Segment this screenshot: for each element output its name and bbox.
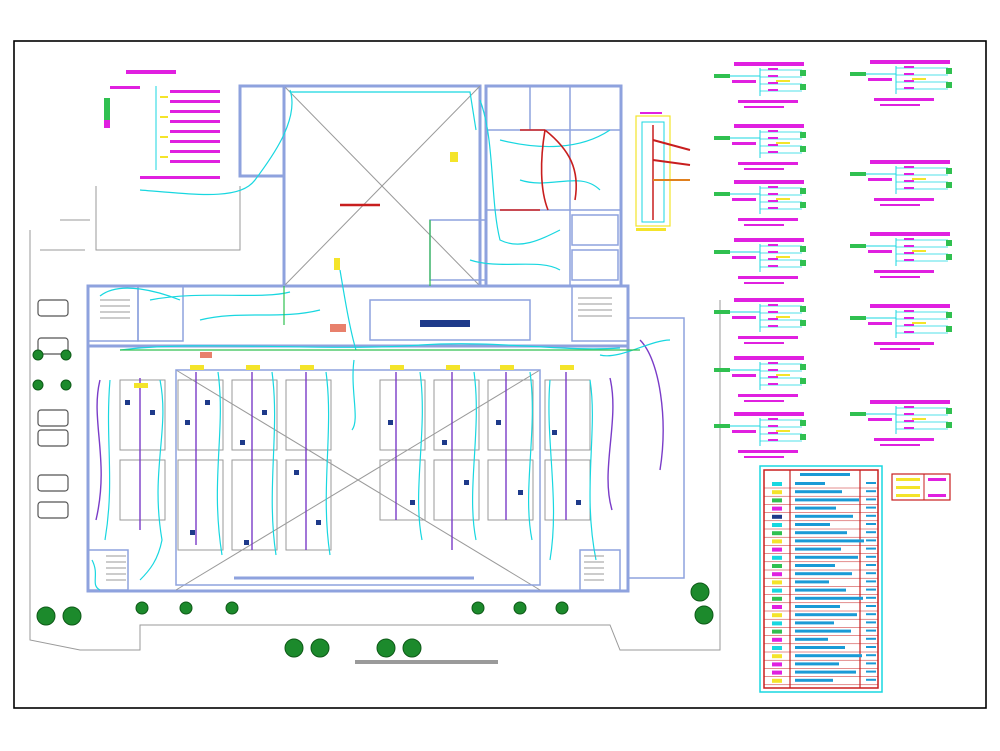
lighting-circuits-cyan <box>91 89 671 591</box>
summary-box <box>891 473 951 501</box>
site-boundary <box>29 230 721 651</box>
panel-schematic-topleft <box>104 70 220 179</box>
single-line-diagrams-col-1 <box>714 62 806 458</box>
riser-diagram <box>635 112 691 231</box>
tree-icon <box>32 349 714 658</box>
car-icon <box>37 299 69 519</box>
fixtures <box>134 152 574 388</box>
feeders-red <box>500 129 577 211</box>
single-line-diagrams-col-2 <box>850 60 952 446</box>
branch-circuits-purple <box>95 339 664 550</box>
legend-table <box>759 465 883 693</box>
floor-plan <box>29 84 721 664</box>
electrical-panel-strip <box>420 320 470 327</box>
parking-grid <box>119 379 591 551</box>
ramp-outline <box>95 186 241 251</box>
legend-rows <box>764 482 878 686</box>
sheet-border <box>13 40 987 709</box>
stair-room <box>238 84 286 178</box>
stairs <box>100 297 612 581</box>
